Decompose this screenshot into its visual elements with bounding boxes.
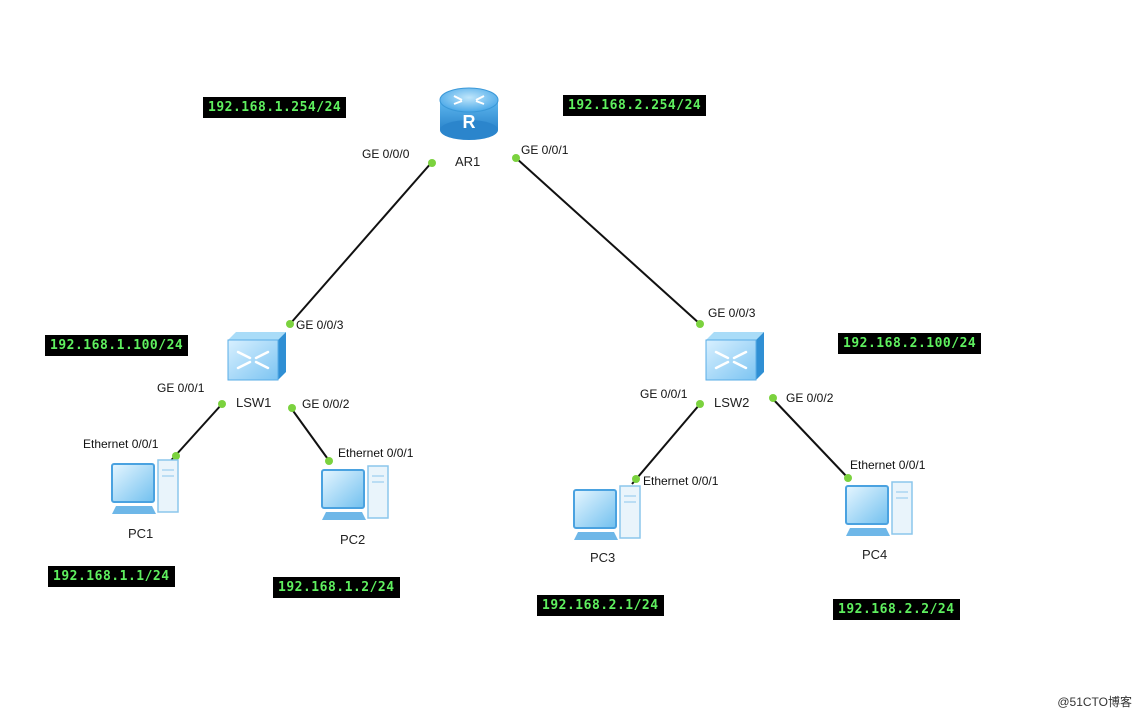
port-dot-ar1-g0[interactable] — [428, 159, 436, 167]
port-label-lsw2-g1: GE 0/0/1 — [640, 387, 688, 401]
link-ar1-lsw1[interactable] — [289, 161, 433, 325]
ip-label-pc2: 192.168.1.2/24 — [273, 577, 400, 598]
link-lsw2-pc3[interactable] — [631, 403, 701, 485]
port-dot-lsw1-g2[interactable] — [288, 404, 296, 412]
watermark: @51CTO博客 — [1057, 695, 1132, 709]
port-label-lsw2-g2: GE 0/0/2 — [786, 391, 834, 405]
router-icon[interactable]: R — [439, 87, 499, 140]
device-name-pc4: PC4 — [862, 547, 888, 562]
pc-icon[interactable] — [845, 481, 913, 536]
port-dot-lsw2-g1[interactable] — [696, 400, 704, 408]
port-label-pc2-eth: Ethernet 0/0/1 — [338, 446, 414, 460]
ip-label-ar1-g1: 192.168.2.254/24 — [563, 95, 707, 116]
device-name-lsw2: LSW2 — [714, 395, 750, 410]
port-dot-lsw1-g3[interactable] — [286, 320, 294, 328]
ip-label-pc3: 192.168.2.1/24 — [537, 595, 664, 616]
port-dots — [172, 154, 852, 483]
port-label-ar1-g1: GE 0/0/1 — [521, 143, 569, 157]
port-dot-pc2-eth[interactable] — [325, 457, 333, 465]
device-name-pc3: PC3 — [590, 550, 616, 565]
device-name-pc2: PC2 — [340, 532, 366, 547]
ip-label-ar1-g0: 192.168.1.254/24 — [203, 97, 347, 118]
port-dot-pc1-eth[interactable] — [172, 452, 180, 460]
svg-text:R: R — [463, 112, 476, 132]
port-label-lsw2-g3: GE 0/0/3 — [708, 306, 756, 320]
port-label-lsw1-g2: GE 0/0/2 — [302, 397, 350, 411]
link-lsw1-pc2[interactable] — [290, 407, 331, 463]
device-name-ar1: AR1 — [455, 154, 481, 169]
port-label-pc4-eth: Ethernet 0/0/1 — [850, 458, 926, 472]
ip-label-pc1: 192.168.1.1/24 — [48, 566, 175, 587]
switch-icon[interactable] — [705, 332, 764, 381]
port-label-ar1-g0: GE 0/0/0 — [362, 147, 410, 161]
port-label-pc3-eth: Ethernet 0/0/1 — [643, 474, 719, 488]
switch-icon[interactable] — [227, 332, 286, 381]
port-dot-lsw2-g2[interactable] — [769, 394, 777, 402]
link-lsw2-pc4[interactable] — [771, 397, 849, 479]
port-dot-lsw2-g3[interactable] — [696, 320, 704, 328]
ip-label-lsw1: 192.168.1.100/24 — [45, 335, 189, 356]
link-ar1-lsw2[interactable] — [515, 157, 701, 325]
ip-label-pc4: 192.168.2.2/24 — [833, 599, 960, 620]
port-label-lsw1-g1: GE 0/0/1 — [157, 381, 205, 395]
port-dot-pc3-eth[interactable] — [632, 475, 640, 483]
pc-icon[interactable] — [321, 465, 389, 520]
port-label-pc1-eth: Ethernet 0/0/1 — [83, 437, 159, 451]
port-dot-lsw1-g1[interactable] — [218, 400, 226, 408]
links — [165, 157, 849, 485]
device-name-lsw1: LSW1 — [236, 395, 272, 410]
pc-icon[interactable] — [111, 459, 179, 514]
port-dot-ar1-g1[interactable] — [512, 154, 520, 162]
port-dot-pc4-eth[interactable] — [844, 474, 852, 482]
ip-label-lsw2: 192.168.2.100/24 — [838, 333, 982, 354]
pc-icon[interactable] — [573, 485, 641, 540]
port-label-lsw1-g3: GE 0/0/3 — [296, 318, 344, 332]
device-name-pc1: PC1 — [128, 526, 154, 541]
